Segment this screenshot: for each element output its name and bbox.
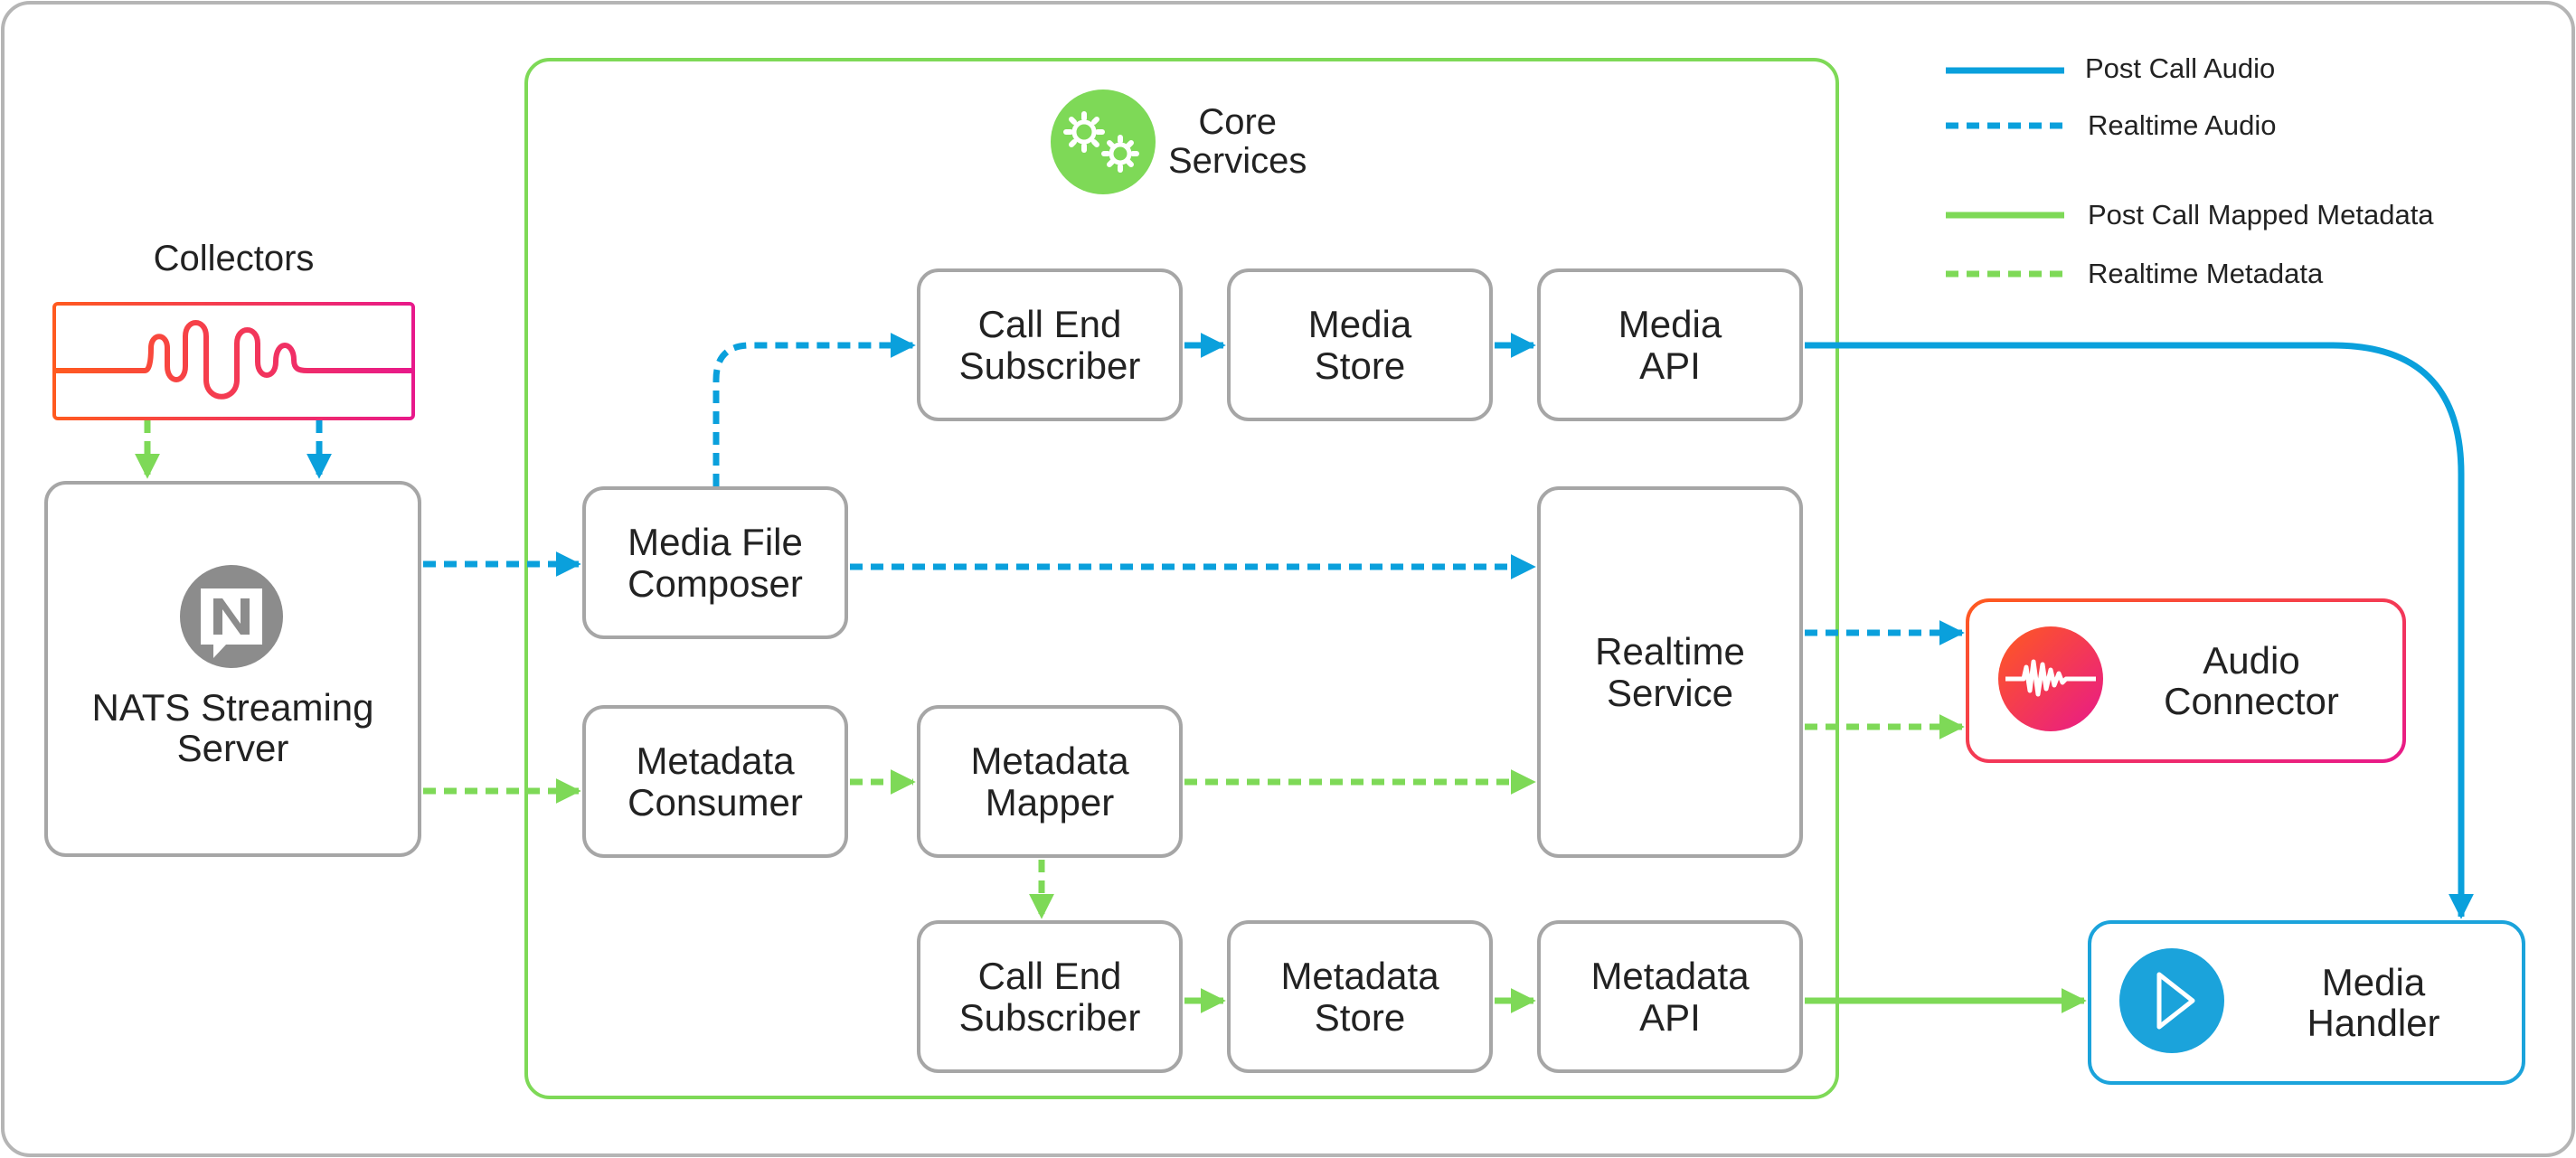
media-file-composer-label: Media File Composer (627, 521, 803, 605)
legend-label-post-call-audio: Post Call Audio (2085, 52, 2276, 84)
nats-label: NATS Streaming Server (91, 685, 374, 769)
connectors (135, 333, 2474, 1013)
legend-label-post-call-mapped-metadata: Post Call Mapped Metadata (2088, 199, 2434, 231)
realtime-service-box (1537, 486, 1803, 858)
audio-connector-label: Audio Connector (2164, 638, 2339, 722)
arrow-composer-call-end-top (712, 333, 916, 486)
nats-streaming-server-box (44, 481, 421, 857)
legend-label-realtime-metadata: Realtime Metadata (2088, 258, 2324, 289)
waveform-icon (56, 320, 411, 400)
call-end-subscriber-top-box (917, 268, 1183, 421)
metadata-api-box (1537, 920, 1803, 1073)
core-services-title: Core Services (1168, 101, 1307, 181)
media-store-box (1227, 268, 1493, 421)
metadata-api-label: Metadata API (1590, 955, 1750, 1039)
metadata-store-label: Metadata Store (1280, 955, 1439, 1039)
media-file-composer-box (582, 486, 848, 639)
core-services-container (524, 58, 1839, 1099)
media-handler-label: Media Handler (2307, 960, 2440, 1044)
arrow-media-api-media-handler (1805, 342, 2474, 919)
call-end-subscriber-bottom-box (917, 920, 1183, 1073)
media-api-box (1537, 268, 1803, 421)
metadata-consumer-label: Metadata Consumer (627, 739, 803, 824)
media-api-label: Media API (1618, 303, 1722, 387)
realtime-service-label: Realtime Service (1595, 630, 1745, 714)
metadata-store-box (1227, 920, 1493, 1073)
play-icon (2119, 948, 2224, 1053)
call-end-subscriber-top-label: Call End Subscriber (958, 303, 1141, 387)
collectors-title: Collectors (153, 239, 315, 279)
metadata-consumer-box (582, 705, 848, 858)
media-store-label: Media Store (1307, 303, 1412, 387)
call-end-subscriber-bottom-label: Call End Subscriber (958, 955, 1141, 1039)
audio-wave-icon (1998, 626, 2103, 731)
gears-icon (1051, 89, 1156, 194)
legend-label-realtime-audio: Realtime Audio (2088, 109, 2277, 141)
nats-icon (180, 565, 283, 668)
core-service-boxes (582, 268, 1803, 1073)
metadata-mapper-box (917, 705, 1183, 858)
collectors-box (52, 302, 415, 420)
legend-lines (1946, 67, 2064, 278)
metadata-mapper-label: Metadata Mapper (970, 739, 1129, 824)
